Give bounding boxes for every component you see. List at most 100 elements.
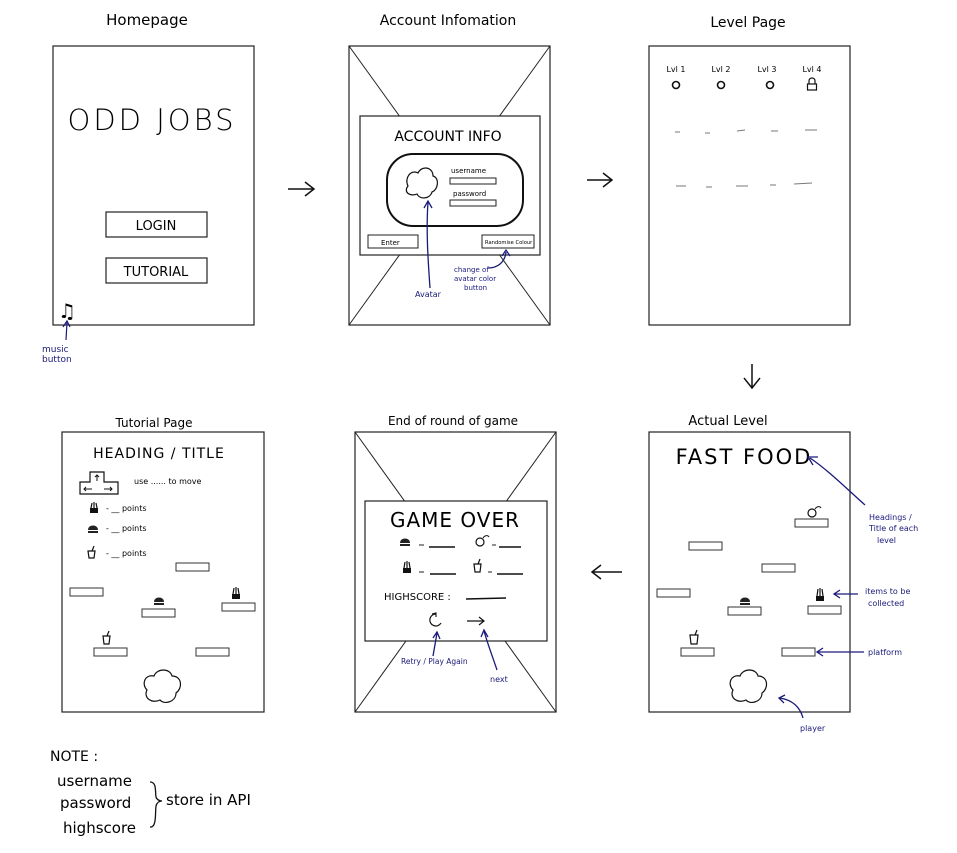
platform <box>680 647 715 657</box>
player-annotation: player <box>800 724 826 733</box>
game-over-dialog <box>364 500 548 642</box>
level-placeholder-dashes <box>675 129 817 188</box>
enter-label: Enter <box>381 239 400 247</box>
login-button[interactable]: LOGIN <box>105 211 208 238</box>
homepage-frame <box>52 45 255 326</box>
next-arrow-icon[interactable] <box>467 616 485 626</box>
platform <box>781 647 816 657</box>
tutorial-caption: Tutorial Page <box>115 416 193 430</box>
burger-icon <box>88 525 98 533</box>
note-item-highscore: highscore <box>63 819 136 837</box>
account-title: ACCOUNT INFO <box>394 129 501 145</box>
flow-arrow-right-icon <box>288 181 316 197</box>
flow-arrow-right-icon <box>587 172 614 188</box>
music-annotation-line2: button <box>42 355 72 365</box>
fries-icon <box>816 588 824 601</box>
enter-button[interactable]: Enter <box>367 234 419 249</box>
burger-icon <box>154 597 164 605</box>
password-label: password <box>453 190 486 198</box>
headings-annotation-line1: Headings / <box>869 513 912 522</box>
homepage-title: ODD JOBS <box>68 103 237 137</box>
level-3-button[interactable]: Lvl 3 <box>757 65 777 90</box>
avatar-annotation: Avatar <box>415 290 442 299</box>
drink-icon <box>689 629 699 645</box>
username-field[interactable] <box>449 177 497 185</box>
account-card <box>386 153 524 227</box>
tutorial-platforms <box>69 562 256 657</box>
platform <box>656 588 691 598</box>
actual-level-caption: Actual Level <box>688 414 767 429</box>
actual-level-frame <box>648 431 851 713</box>
platform <box>195 647 230 657</box>
avatar-cloud-icon[interactable] <box>405 167 438 199</box>
actual-level-screen: Actual Level FAST FOOD <box>648 414 918 733</box>
note-store: store in API <box>166 791 251 809</box>
bomb-icon <box>475 535 490 547</box>
arrow-keys-icon <box>79 471 119 495</box>
change-avatar-annotation-line1: change of <box>454 266 489 274</box>
drink-icon <box>473 558 482 573</box>
player-cloud-icon <box>729 669 768 703</box>
level-1-button[interactable]: Lvl 1 <box>666 65 686 90</box>
fries-icon <box>232 587 240 599</box>
change-avatar-annotation-line2: avatar color <box>454 275 496 283</box>
account-frame <box>348 45 551 326</box>
randomise-label: Randomise Colour <box>485 240 533 246</box>
randomise-colour-button[interactable]: Randomise Colour <box>481 234 535 249</box>
tutorial-button[interactable]: TUTORIAL <box>105 257 208 284</box>
level-screen: Level Page Lvl 1 Lvl 2 Lvl 3 Lvl 4 <box>648 15 851 326</box>
tutorial-move-text: use ...... to move <box>134 477 202 486</box>
platform <box>175 562 210 572</box>
fries-icon <box>403 561 411 573</box>
drink-icon <box>87 545 96 559</box>
platform <box>69 587 104 597</box>
items-annotation-line1: items to be <box>865 587 910 596</box>
account-caption: Account Infomation <box>380 13 517 29</box>
game-over-title: GAME OVER <box>390 508 520 532</box>
music-note-icon[interactable]: ♫ <box>58 299 76 323</box>
tutorial-points-1: - __ points <box>106 504 147 513</box>
end-round-caption: End of round of game <box>388 414 518 428</box>
platform <box>93 647 128 657</box>
platform <box>221 602 256 612</box>
note-item-username: username <box>57 772 132 790</box>
change-avatar-annotation-line3: button <box>464 284 487 292</box>
note-heading: NOTE : <box>50 749 98 765</box>
next-annotation: next <box>490 675 508 684</box>
retry-icon[interactable] <box>429 612 442 627</box>
platform-annotation: platform <box>868 648 902 657</box>
login-label: LOGIN <box>136 219 177 234</box>
level-2-label: Lvl 2 <box>711 65 730 74</box>
burger-icon <box>400 538 410 546</box>
bomb-icon <box>807 506 822 518</box>
homepage-caption: Homepage <box>106 11 188 29</box>
level-3-label: Lvl 3 <box>757 65 776 74</box>
items-annotation-line2: collected <box>868 599 904 608</box>
end-round-frame <box>354 431 557 713</box>
actual-level-title: FAST FOOD <box>676 445 813 469</box>
flow-arrow-left-icon <box>590 564 622 580</box>
end-round-screen: End of round of game GAME OVER HIGHS <box>354 414 557 713</box>
level-4-button[interactable]: Lvl 4 <box>802 65 822 91</box>
headings-annotation-line3: level <box>877 536 896 545</box>
burger-icon <box>740 597 750 605</box>
password-field[interactable] <box>449 199 497 207</box>
actual-level-platforms <box>656 518 842 657</box>
fries-icon <box>90 502 98 513</box>
drink-icon <box>102 630 111 645</box>
note-item-password: password <box>60 794 131 812</box>
tutorial-points-3: - __ points <box>106 549 147 558</box>
platform <box>807 605 842 615</box>
level-1-label: Lvl 1 <box>666 65 685 74</box>
username-label: username <box>451 167 486 175</box>
note-section: NOTE : username password highscore store… <box>50 749 251 837</box>
note-brace <box>149 781 163 828</box>
tutorial-frame <box>61 431 265 713</box>
player-cloud-icon <box>143 669 182 703</box>
level-2-button[interactable]: Lvl 2 <box>711 65 731 90</box>
tutorial-label: TUTORIAL <box>123 265 189 280</box>
platform <box>688 541 723 551</box>
level-4-label: Lvl 4 <box>802 65 821 74</box>
level-caption: Level Page <box>710 15 785 31</box>
